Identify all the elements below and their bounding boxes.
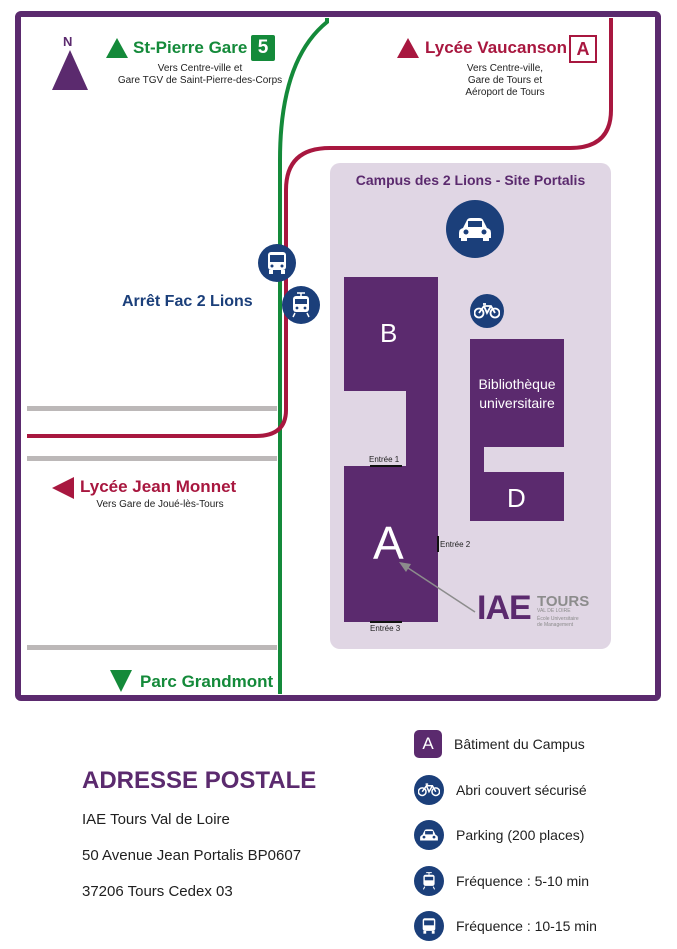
iae-logo-sub1: VAL DE LOIRE [537, 608, 571, 614]
tram-icon [414, 866, 444, 896]
entrance-2-label: Entrée 2 [440, 540, 471, 549]
compass-north: N [52, 34, 88, 92]
road [27, 645, 277, 650]
entrance-1-label: Entrée 1 [369, 455, 400, 464]
station-st-pierre: St-Pierre Gare [133, 38, 248, 57]
legend-bike-label: Abri couvert sécurisé [456, 782, 587, 798]
legend-bus: Fréquence : 10-15 min [414, 910, 597, 942]
triangle-up-icon [397, 38, 419, 58]
iae-logo-tours: TOURS [537, 593, 590, 610]
triangle-up-icon [106, 38, 128, 58]
vaucanson-desc-3: Aéroport de Tours [465, 87, 545, 98]
legend-bus-label: Fréquence : 10-15 min [456, 918, 597, 934]
entrance-3-label: Entrée 3 [370, 624, 401, 633]
vaucanson-desc-2: Gare de Tours et [467, 75, 543, 86]
legend-parking-label: Parking (200 places) [456, 827, 585, 843]
st-pierre-desc-1: Vers Centre-ville et [157, 63, 243, 74]
campus-title: Campus des 2 Lions - Site Portalis [355, 172, 586, 188]
legend-tram: Fréquence : 5-10 min [414, 865, 589, 897]
building-a-label: A [373, 517, 404, 569]
bus-icon [258, 244, 296, 282]
iae-logo-main: IAE [477, 589, 532, 627]
stop-name: Arrêt Fac 2 Lions [122, 293, 253, 310]
building-letter-icon: A [414, 730, 442, 758]
north-arrow-icon [52, 50, 88, 90]
legend-building-label: Bâtiment du Campus [454, 736, 585, 752]
car-icon [446, 200, 504, 258]
triangle-down-icon [110, 670, 132, 692]
line-a-badge: A [569, 35, 597, 63]
address-line-3: 37206 Tours Cedex 03 [82, 883, 233, 900]
jean-monnet-desc: Vers Gare de Joué-lès-Tours [96, 499, 224, 510]
entrance-3-marker [370, 621, 402, 623]
library-label-1: Bibliothèque [478, 376, 556, 392]
pointer-arrow [399, 562, 476, 613]
building-a [344, 466, 438, 622]
entrance-2-marker [437, 536, 439, 552]
bike-icon [470, 294, 504, 328]
building-b-label: B [380, 318, 398, 348]
st-pierre-desc: Vers Centre-ville et Gare TGV de Saint-P… [95, 63, 305, 87]
library-label-2: universitaire [479, 395, 555, 411]
address-line-2: 50 Avenue Jean Portalis BP0607 [82, 847, 302, 864]
vaucanson-desc-1: Vers Centre-ville, [466, 63, 544, 74]
vaucanson-desc: Vers Centre-ville, Gare de Tours et Aéro… [440, 63, 570, 99]
library-building [470, 339, 564, 447]
address-line-1: IAE Tours Val de Loire [82, 811, 230, 828]
legend-bike: Abri couvert sécurisé [414, 774, 587, 806]
legend-parking: Parking (200 places) [414, 819, 584, 851]
bus-line-red [27, 18, 613, 438]
building-d-label: D [507, 483, 526, 513]
library-label: Bibliothèque universitaire [470, 375, 564, 413]
address-title: ADRESSE POSTALE [82, 767, 317, 794]
iae-logo-sub2: École Universitaire [537, 616, 579, 622]
compass-label: N [63, 34, 73, 49]
library-connector [470, 440, 484, 480]
station-vaucanson: Lycée Vaucanson [425, 38, 568, 57]
iae-logo: IAE TOURS VAL DE LOIRE École Universitai… [477, 589, 590, 631]
station-grandmont: Parc Grandmont [140, 672, 274, 691]
building-d [470, 472, 564, 521]
legend-building: A Bâtiment du Campus [414, 728, 585, 760]
legend-tram-label: Fréquence : 5-10 min [456, 873, 590, 889]
station-jean-monnet: Lycée Jean Monnet [80, 477, 237, 496]
triangle-left-icon [52, 477, 74, 499]
st-pierre-desc-2: Gare TGV de Saint-Pierre-des-Corps [117, 75, 283, 86]
car-icon [414, 820, 444, 850]
transit-lines [27, 18, 613, 694]
building-b [344, 277, 438, 391]
bus-icon [414, 911, 444, 941]
bike-icon [414, 775, 444, 805]
building-b-connector [406, 385, 438, 467]
iae-logo-sub3: de Management [537, 622, 574, 628]
tram-line-green [278, 18, 329, 694]
road [27, 456, 277, 461]
tram-icon [282, 286, 320, 324]
entrance-1-marker [370, 465, 402, 467]
line-5-badge: 5 [251, 35, 275, 61]
road [27, 406, 277, 411]
